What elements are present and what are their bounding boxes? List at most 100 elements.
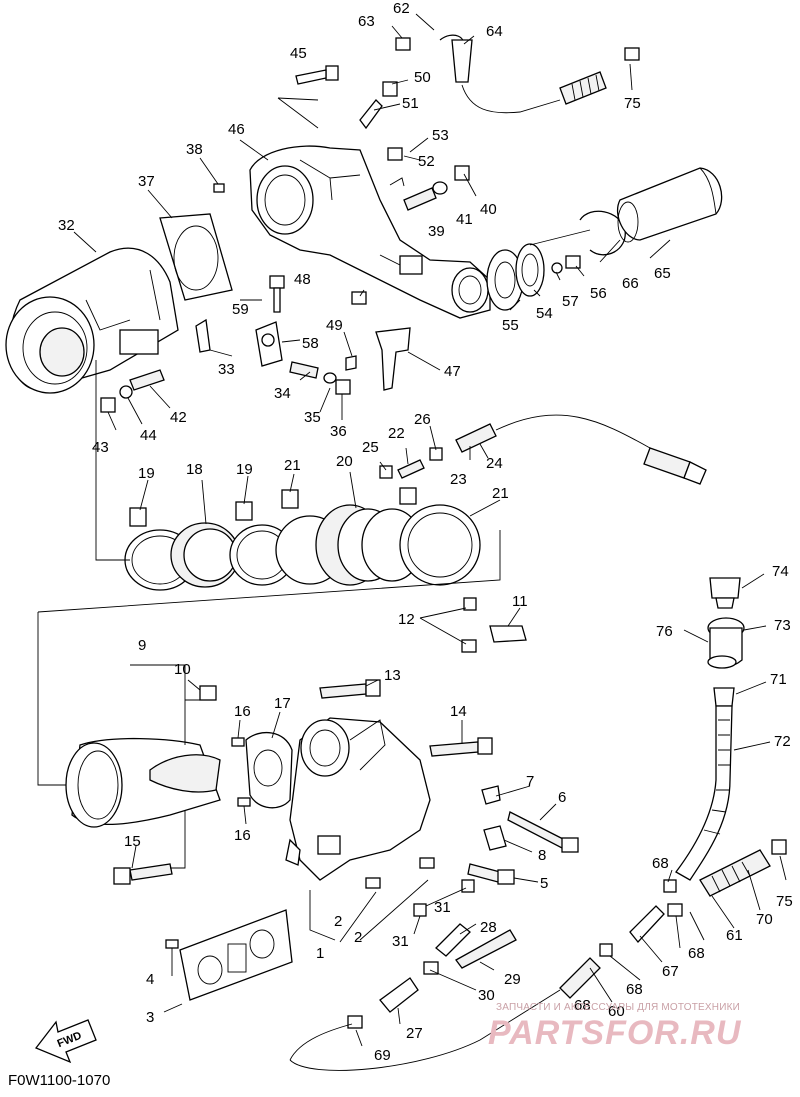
part-label: 68	[574, 997, 591, 1014]
part-label: 51	[402, 95, 419, 112]
part-label: 60	[608, 1003, 625, 1020]
stud-bolts-42-44-43	[100, 369, 165, 413]
exhaust-pipe-9	[65, 664, 221, 828]
part-label: 57	[562, 293, 579, 310]
part-label: 10	[174, 661, 191, 678]
part-label: 6	[558, 789, 566, 806]
pins-2	[309, 857, 435, 943]
part-label: 19	[236, 461, 253, 478]
part-label: 21	[492, 485, 509, 502]
part-label: 21	[284, 457, 301, 474]
part-label: 69	[374, 1047, 391, 1064]
stay-47-parts-49-35-36	[323, 327, 411, 395]
part-label: 47	[444, 363, 461, 380]
bolt-15	[113, 810, 186, 885]
part-label: 37	[138, 173, 155, 190]
part-label: 43	[92, 439, 109, 456]
watermark-subtitle: ЗАПЧАСТИ И АКСЕССУАРЫ ДЛЯ МОТОТЕХНИКИ	[496, 1002, 741, 1013]
gasket-55-54	[486, 243, 545, 311]
part-label: 55	[502, 317, 519, 334]
fitting-50-51	[359, 81, 398, 130]
part-label: 29	[504, 971, 521, 988]
part-label: 59	[232, 301, 249, 318]
part-label: 45	[290, 45, 307, 62]
part-label: 17	[274, 695, 291, 712]
part-labels: 62 63 64 45 75 50 51 53 52 46 38 37 40 4…	[58, 0, 793, 1064]
cap-74	[709, 577, 741, 609]
gasket-3	[179, 909, 293, 1001]
part-label: 52	[418, 153, 435, 170]
watermark-brand: PARTSFOR.RU	[488, 1014, 742, 1052]
clamp-75-top	[624, 47, 640, 61]
leader-lines	[73, 13, 787, 1047]
bolt-14	[429, 737, 493, 757]
part-label: 1	[316, 945, 324, 962]
nut-63	[395, 37, 411, 51]
bracket-33-58	[195, 318, 283, 367]
part-label: 15	[124, 833, 141, 850]
part-label: 68	[688, 945, 705, 962]
part-label: 31	[434, 899, 451, 916]
part-label: 67	[662, 963, 679, 980]
part-label: 73	[774, 617, 791, 634]
part-label: 8	[538, 847, 546, 864]
gasket-17	[245, 731, 293, 809]
part-label: 25	[362, 439, 379, 456]
part-label: 32	[58, 217, 75, 234]
bolt-5	[467, 863, 515, 885]
part-label: 27	[406, 1025, 423, 1042]
part-label: 75	[624, 95, 641, 112]
part-label: 58	[302, 335, 319, 352]
part-label: 63	[358, 13, 375, 30]
fwd-arrow: FWD	[34, 1019, 97, 1064]
exhaust-chamber-center	[285, 717, 431, 881]
part-label: 53	[432, 127, 449, 144]
fitting-22-25-26	[379, 447, 443, 479]
part-label: 5	[540, 875, 548, 892]
part-label: 65	[654, 265, 671, 282]
clamps-row	[124, 487, 481, 591]
bolt-59-48	[269, 275, 367, 313]
part-label: 31	[392, 933, 409, 950]
part-label: 70	[756, 911, 773, 928]
part-label: 64	[486, 23, 503, 40]
part-label: 12	[398, 611, 415, 628]
exhaust-manifold-46	[249, 145, 491, 319]
part-label: 20	[336, 453, 353, 470]
hose-23-24	[455, 414, 707, 485]
bolt-34	[289, 361, 319, 379]
part-label: 74	[772, 563, 789, 580]
bolt-45	[277, 65, 339, 129]
part-label: 68	[652, 855, 669, 872]
part-label: 24	[486, 455, 503, 472]
part-label: 71	[770, 671, 787, 688]
part-label: 66	[622, 275, 639, 292]
joint-67-68	[599, 879, 683, 957]
part-label: 16	[234, 703, 251, 720]
part-label: 56	[590, 285, 607, 302]
part-label: 28	[480, 919, 497, 936]
part-label: 7	[526, 773, 534, 790]
part-label: 18	[186, 461, 203, 478]
part-label: 9	[138, 637, 146, 654]
pin-38	[213, 183, 225, 193]
pin-4	[165, 939, 179, 949]
clamp-66-tube-65	[579, 167, 723, 256]
fitting-52-53	[387, 147, 405, 187]
part-label: 11	[512, 593, 528, 610]
joint-11-12	[419, 597, 527, 653]
part-label: 40	[480, 201, 497, 218]
hose-top-right	[439, 34, 640, 114]
part-label: 49	[326, 317, 343, 334]
leader-frame-left	[95, 360, 130, 561]
part-label: 44	[140, 427, 157, 444]
part-label: 26	[414, 411, 431, 428]
part-label: 61	[726, 927, 743, 944]
part-label: 76	[656, 623, 673, 640]
part-label: 36	[330, 423, 347, 440]
part-label: 46	[228, 121, 245, 138]
part-label: 19	[138, 465, 155, 482]
bolts-39-41-40	[403, 165, 470, 211]
part-label: 14	[450, 703, 467, 720]
